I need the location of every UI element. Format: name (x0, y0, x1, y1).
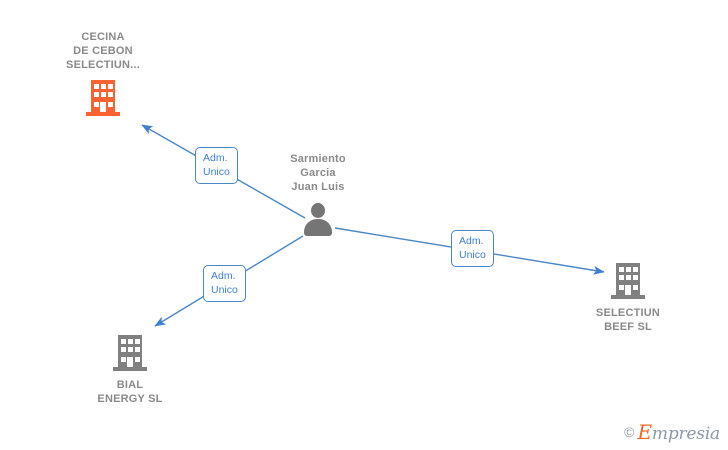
building-window (101, 92, 106, 97)
building-window (108, 92, 113, 97)
building-window (633, 275, 638, 280)
node-icon-sarmiento[interactable] (298, 200, 338, 240)
building-window (135, 347, 140, 352)
building-door (100, 102, 106, 112)
building-window (108, 102, 113, 107)
brand-rest: mpresia (651, 424, 720, 444)
building-window (121, 339, 126, 344)
person-torso (304, 219, 332, 236)
node-selectiun-beef-sl[interactable]: SELECTIUN BEEF SL (548, 260, 708, 334)
building-window (626, 267, 631, 272)
building-window (94, 92, 99, 97)
building-window (135, 339, 140, 344)
node-bial-energy-sl[interactable]: BIAL ENERGY SL (50, 332, 210, 406)
edge-label-cecina[interactable]: Adm. Unico (195, 147, 238, 184)
building-window (94, 84, 99, 89)
building-window (121, 357, 126, 362)
building-window (101, 84, 106, 89)
building-window (619, 267, 624, 272)
node-label-selectiun-beef: SELECTIUN BEEF SL (595, 307, 661, 333)
building-window (135, 357, 140, 362)
node-icon-selectiun-beef[interactable] (608, 260, 648, 300)
brand-initial: E (637, 420, 653, 444)
copyright-icon: © (624, 424, 635, 440)
building-base (113, 367, 147, 371)
building-window (633, 285, 638, 290)
building-icon (608, 260, 648, 300)
node-icon-bial-energy[interactable] (110, 332, 150, 372)
building-door (625, 285, 631, 295)
node-label-sarmiento: Sarmiento Garcia Juan Luis (290, 153, 346, 193)
building-icon (110, 332, 150, 372)
edge-label-selectiun-beef[interactable]: Adm. Unico (451, 230, 494, 267)
building-window (633, 267, 638, 272)
person-head (311, 203, 325, 218)
building-icon (83, 77, 123, 117)
building-window (619, 285, 624, 290)
edge-label-bial-energy[interactable]: Adm. Unico (203, 265, 246, 302)
empresia-watermark: © Empresia (624, 420, 720, 444)
building-window (94, 102, 99, 107)
building-window (128, 347, 133, 352)
node-cecina[interactable]: CECINA DE CEBON SELECTIUN... (23, 30, 183, 117)
building-door (127, 357, 133, 367)
building-window (128, 339, 133, 344)
building-window (108, 84, 113, 89)
person-icon (298, 200, 338, 240)
node-icon-cecina[interactable] (83, 77, 123, 117)
building-base (611, 295, 645, 299)
node-sarmiento-garcia-juan-luis[interactable]: Sarmiento Garcia Juan Luis (238, 152, 398, 240)
building-base (86, 112, 120, 116)
building-window (121, 347, 126, 352)
node-label-bial-energy: BIAL ENERGY SL (97, 379, 163, 405)
brand-wordmark: Empresia (638, 420, 721, 444)
building-window (626, 275, 631, 280)
node-label-cecina: CECINA DE CEBON SELECTIUN... (66, 31, 140, 71)
building-window (619, 275, 624, 280)
